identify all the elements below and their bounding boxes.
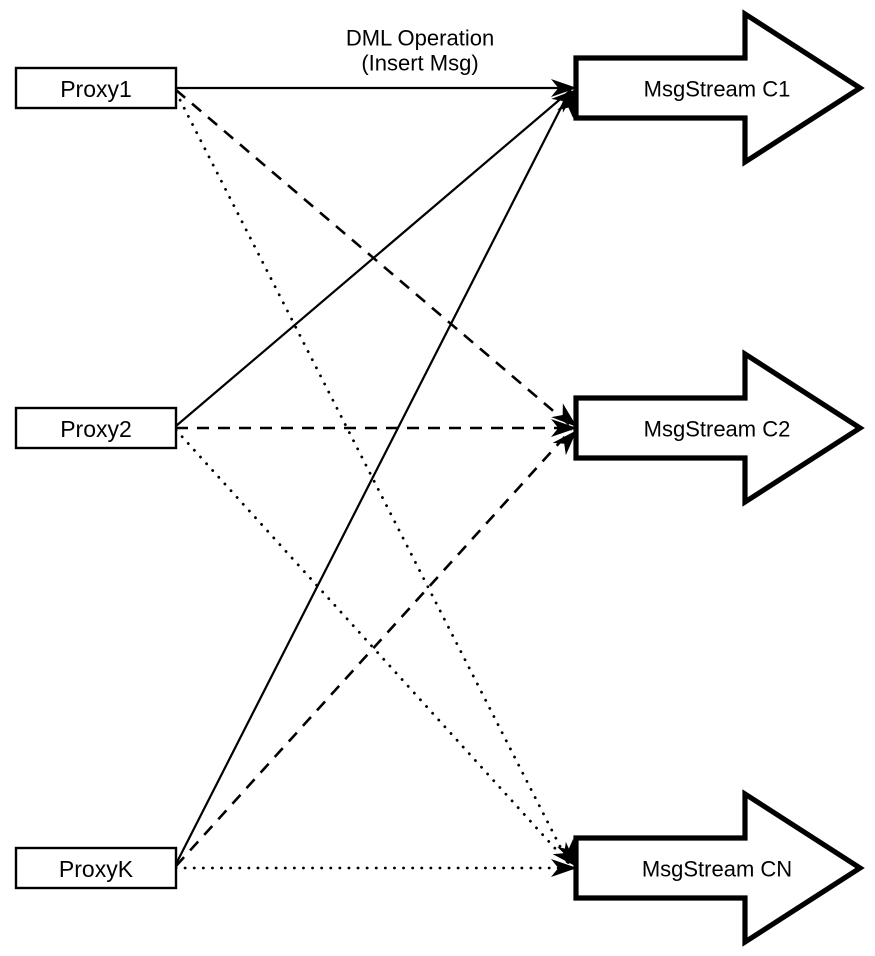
msgstream-node-stream_cn[interactable]: MsgStream CN (573, 789, 865, 947)
proxy-box-outline (14, 406, 178, 450)
link-proxyk-to-stream_c2 (175, 429, 572, 867)
proxy-node-proxyk[interactable]: ProxyK (14, 846, 178, 890)
link-proxy2-to-stream_cn (174, 428, 573, 868)
msgstream-arrow-shape (573, 349, 865, 507)
links-layer (174, 86, 575, 870)
edge-caption-line-2: (Insert Msg) (361, 51, 478, 76)
link-proxy1-to-stream_cn (174, 90, 571, 866)
arrowhead-icon-head_p2_c2 (551, 419, 577, 437)
link-proxyk-to-stream_c1 (175, 91, 570, 865)
proxy-label: ProxyK (59, 856, 134, 882)
msgstream-arrow-shape (573, 9, 865, 167)
arrowhead-icon-head_p2_c1 (551, 89, 577, 113)
arrowhead-icon-head_pk_c2 (552, 430, 577, 456)
arrowheads-layer (551, 79, 577, 877)
proxy-node-proxy2[interactable]: Proxy2 (14, 406, 178, 450)
arrowhead-icon-head_p1_c1 (551, 79, 577, 97)
arrowhead-icon-head_pk_cn (551, 859, 577, 877)
proxy-label: Proxy1 (60, 76, 132, 102)
link-proxy2-to-stream_c1 (175, 89, 572, 427)
arrowhead-icon-head_pk_c1 (557, 91, 577, 119)
msgstream-arrow-shape (573, 789, 865, 947)
msgstream-node-stream_c2[interactable]: MsgStream C2 (573, 349, 865, 507)
proxy-box-outline (14, 66, 178, 110)
streams-layer: MsgStream C1 MsgStream C2 MsgStream CN (573, 9, 865, 947)
proxy-node-proxy1[interactable]: Proxy1 (14, 66, 178, 110)
arrowhead-icon-head_p1_c2 (551, 403, 577, 427)
edge-caption: DML Operation (Insert Msg) (346, 26, 494, 76)
edge-caption-line-1: DML Operation (346, 26, 494, 51)
proxy-label: Proxy2 (60, 416, 132, 442)
proxy-box-outline (14, 846, 178, 890)
msgstream-label: MsgStream C1 (644, 77, 791, 102)
arrowhead-icon-head_p2_cn (552, 841, 577, 867)
msgstream-node-stream_c1[interactable]: MsgStream C1 (573, 9, 865, 167)
msgstream-label: MsgStream C2 (644, 417, 791, 442)
msgstream-label: MsgStream CN (642, 857, 792, 882)
